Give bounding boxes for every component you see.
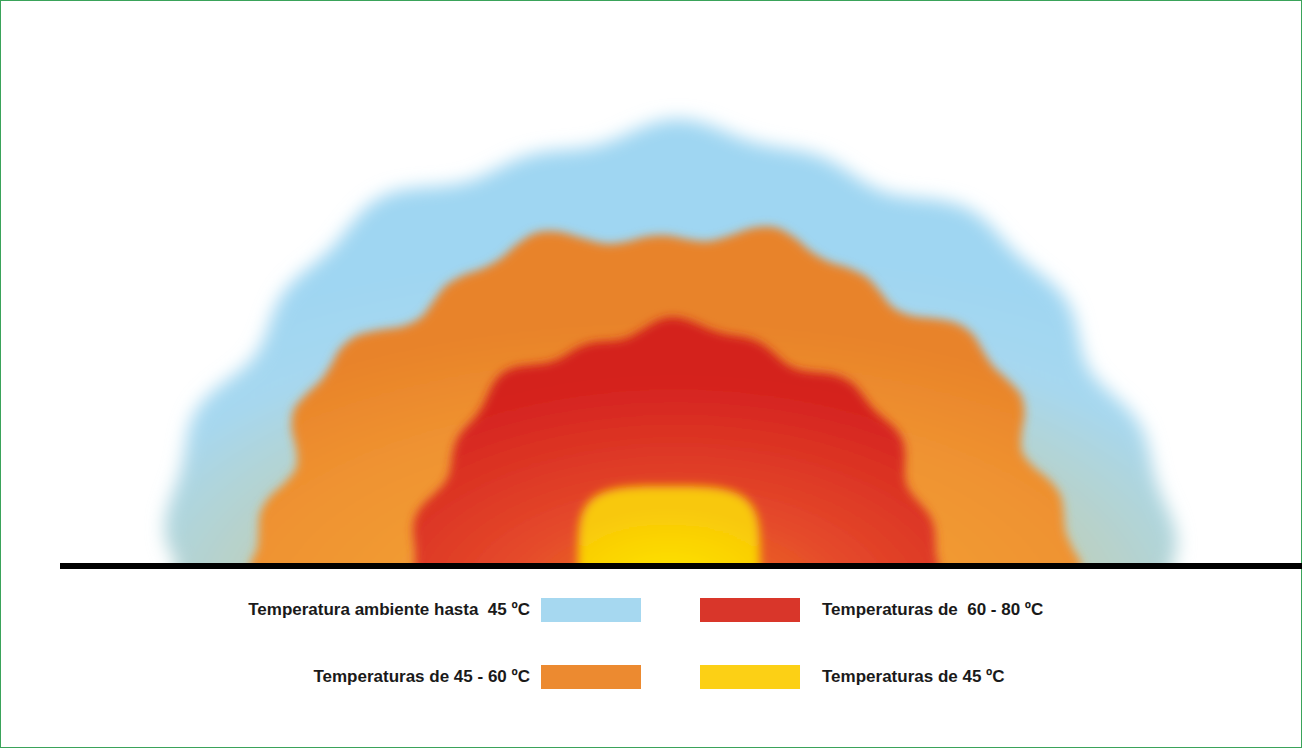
legend-label: Temperaturas de 45 ºC [822,667,1005,687]
core-zone [576,486,762,566]
legend-label: Temperatura ambiente hasta 45 ºC [248,600,530,620]
legend-swatch [541,665,641,689]
legend-swatch [700,665,800,689]
heat-zones [165,119,1177,566]
ground-line [60,563,1302,569]
hot-zone [413,317,940,566]
legend-label: Temperaturas de 60 - 80 ºC [822,600,1043,620]
ambient-zone [165,119,1177,566]
legend-label: Temperaturas de 45 - 60 ºC [313,667,530,687]
legend-swatch [700,598,800,622]
warm-zone [250,226,1081,566]
legend-swatch [541,598,641,622]
